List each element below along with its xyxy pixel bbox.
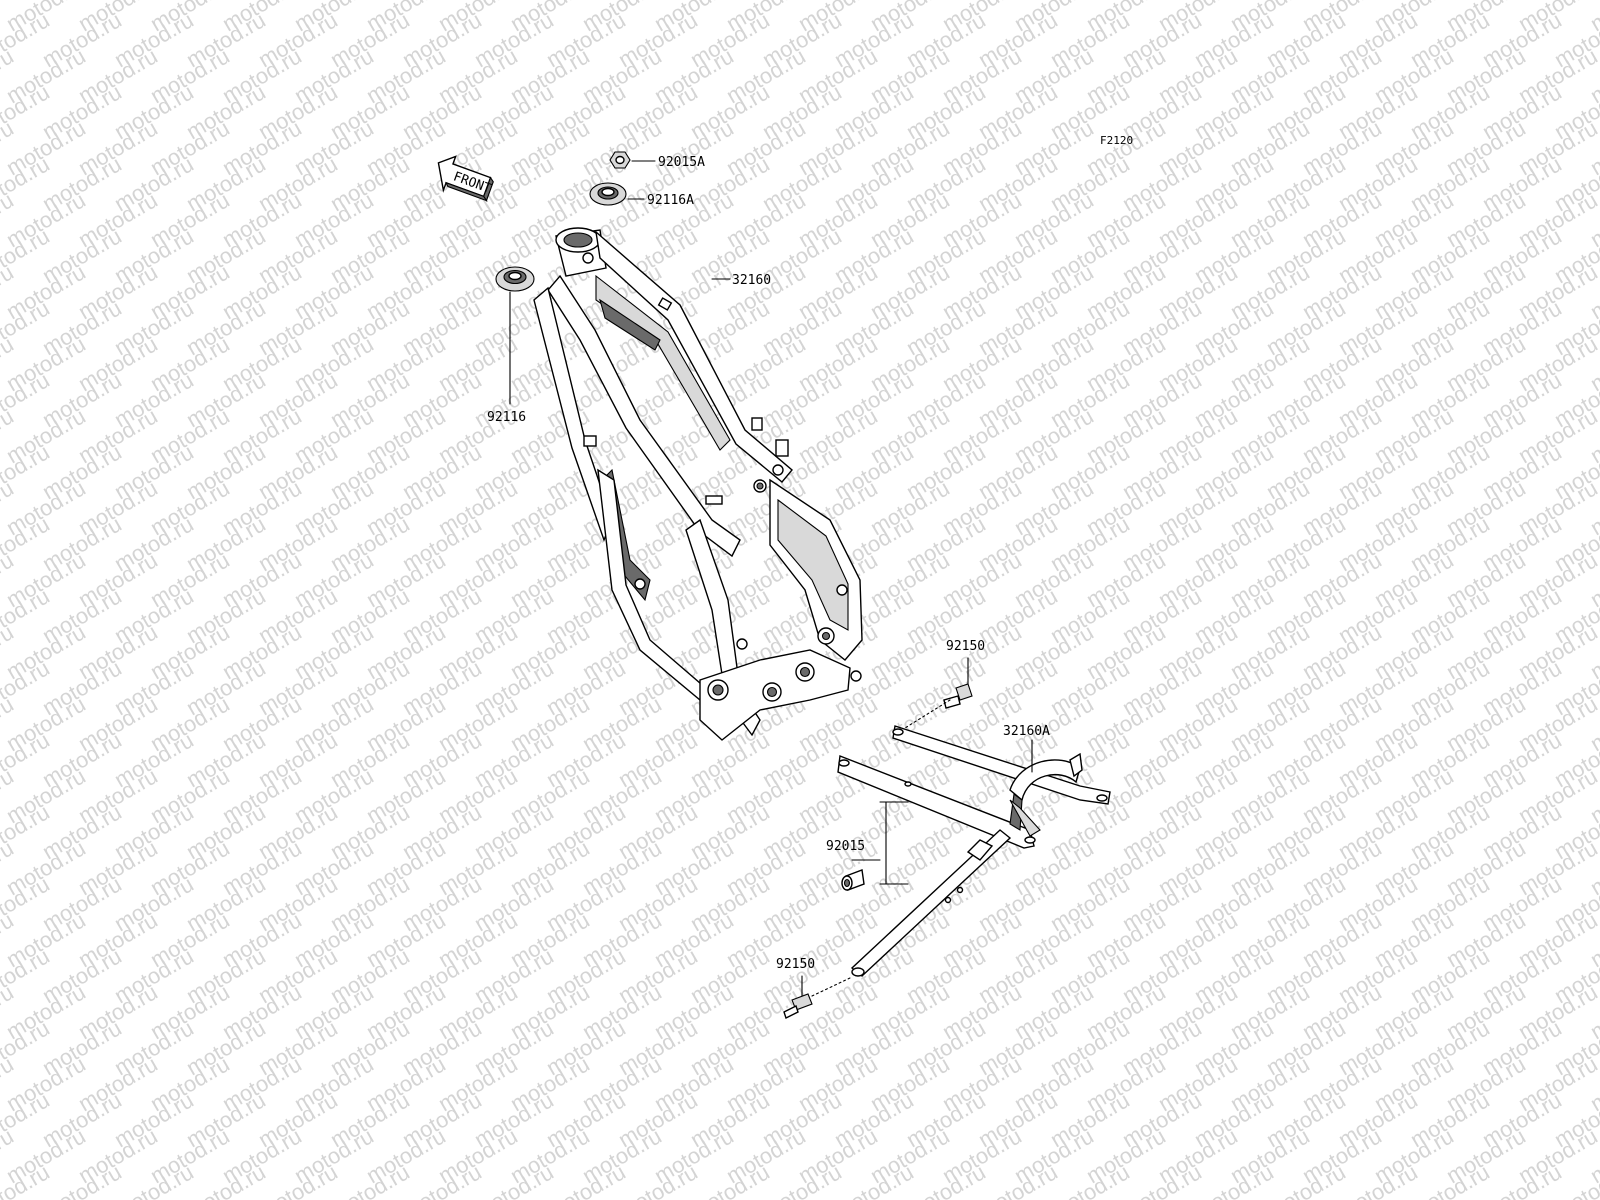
part-label-92116A: 92116A	[647, 193, 694, 208]
part-label-92150-bottom: 92150	[776, 957, 815, 972]
part-92015A-nut[interactable]: 92015A	[609, 151, 705, 170]
part-label-92015A: 92015A	[658, 155, 705, 170]
part-92150-bolt-bottom[interactable]: 92150	[776, 957, 851, 1019]
part-label-92015: 92015	[826, 839, 865, 854]
part-92015-collar[interactable]: 92015	[826, 801, 909, 891]
front-arrow-icon: FRONT	[437, 155, 494, 202]
part-label-92116: 92116	[487, 410, 526, 425]
part-label-32160A: 32160A	[1003, 724, 1050, 739]
part-92116A-bearing[interactable]: 92116A	[589, 182, 694, 208]
part-92116-bearing[interactable]: 92116	[487, 266, 535, 425]
figure-code: F2120	[1100, 134, 1133, 147]
part-label-92150-top: 92150	[946, 639, 985, 654]
main-frame-32160[interactable]: 32160	[533, 227, 863, 741]
sub-frame-32160A[interactable]: 32160A	[837, 724, 1111, 977]
part-92150-bolt-top[interactable]: 92150	[904, 639, 985, 729]
part-label-32160: 32160	[732, 273, 771, 288]
